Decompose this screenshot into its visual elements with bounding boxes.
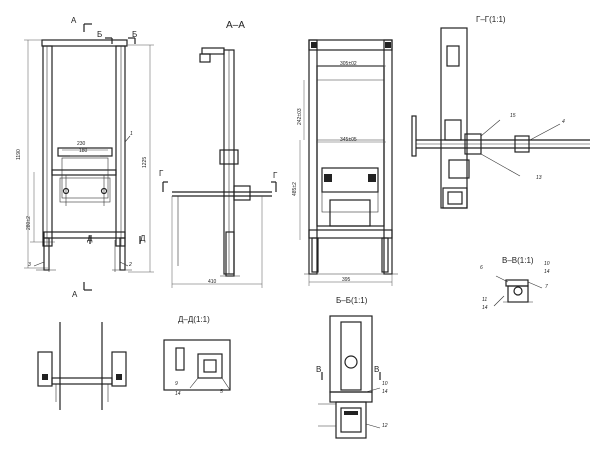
callout-1: 1	[130, 131, 133, 137]
callout-15: 15	[510, 113, 516, 119]
section-gg-view	[411, 27, 590, 209]
dim-230: 230	[77, 141, 86, 147]
callout-6: 6	[480, 265, 483, 271]
dim-1225: 1225	[142, 156, 148, 168]
cut-mark-v-right: В	[374, 365, 380, 374]
callout-12: 12	[382, 423, 388, 429]
dim-395: 395	[342, 277, 351, 283]
cut-mark-a-bottom: А	[72, 290, 78, 299]
section-dd-view	[163, 339, 231, 391]
view-title-vv: В–В(1:1)	[502, 256, 534, 265]
callout-14-vv-lower: 14	[482, 305, 488, 311]
callout-14-vv: 14	[544, 269, 550, 275]
view-title-dd: Д–Д(1:1)	[178, 315, 210, 324]
cut-mark-b-left: Б	[97, 30, 103, 39]
view-title-aa: А–А	[226, 20, 245, 31]
view-title-bb: Б–Б(1:1)	[336, 296, 368, 305]
callout-14-dd: 14	[175, 391, 181, 397]
callout-4: 4	[562, 119, 565, 125]
callout-13: 13	[536, 175, 542, 181]
cut-mark-d-right: Д	[140, 234, 146, 243]
plan-view	[37, 322, 127, 410]
dim-242: 242±03	[297, 108, 303, 125]
rear-view	[299, 39, 398, 286]
cut-mark-g-left: Г	[159, 169, 164, 178]
dim-305: 305±02	[340, 61, 357, 67]
cut-mark-b-right: Б	[132, 30, 138, 39]
callout-7: 7	[545, 284, 548, 290]
dim-280: 280±2	[26, 216, 32, 230]
dim-410: 410	[208, 279, 217, 285]
cut-mark-a-top: А	[71, 16, 77, 25]
dim-180: 180	[79, 148, 88, 154]
section-vv-view	[493, 275, 543, 307]
dim-345: 345±05	[340, 137, 357, 143]
callout-2: 2	[129, 262, 132, 268]
dim-485: 485±2	[292, 182, 298, 196]
callout-10: 10	[382, 381, 388, 387]
dim-1190: 1190	[16, 149, 22, 160]
callout-10-vv: 10	[544, 261, 550, 267]
callout-9: 9	[175, 381, 178, 387]
callout-14-bb: 14	[382, 389, 388, 395]
front-view	[24, 23, 154, 291]
callout-11: 11	[482, 297, 488, 303]
section-bb-view	[318, 315, 381, 439]
cut-mark-v-left: В	[316, 365, 322, 374]
side-view-aa	[162, 47, 277, 288]
callout-3: 3	[28, 262, 31, 268]
callout-5: 5	[220, 389, 223, 395]
cut-mark-g-right: Г	[273, 171, 278, 180]
cut-mark-d-left: Д	[87, 234, 93, 243]
view-title-gg: Г–Г(1:1)	[476, 15, 506, 24]
